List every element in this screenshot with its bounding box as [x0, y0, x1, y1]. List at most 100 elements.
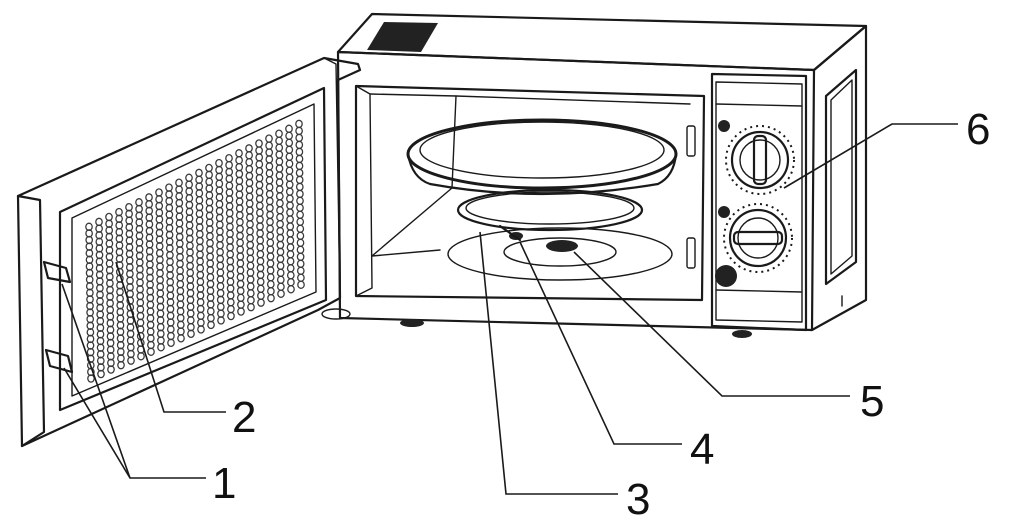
mesh-hole	[245, 178, 254, 188]
mesh-hole	[155, 188, 163, 197]
leader-lines	[61, 123, 958, 495]
mesh-hole	[216, 275, 225, 284]
mesh-hole	[266, 210, 274, 220]
mesh-hole	[295, 133, 304, 143]
mesh-hole	[195, 223, 204, 232]
mesh-hole	[266, 280, 275, 289]
mesh-hole	[176, 313, 185, 323]
mesh-hole	[265, 134, 273, 143]
mesh-hole	[275, 185, 284, 194]
control-panel	[710, 72, 808, 332]
mesh-hole	[275, 136, 283, 145]
mesh-hole	[265, 141, 273, 150]
door-release-button	[715, 265, 737, 287]
mesh-hole	[236, 266, 245, 275]
mesh-hole	[255, 187, 264, 197]
mesh-hole	[245, 206, 254, 215]
mesh-hole	[147, 347, 155, 356]
mesh-hole	[225, 181, 234, 190]
mesh-hole	[226, 229, 234, 238]
mesh-hole	[296, 252, 305, 262]
mesh-hole	[255, 146, 263, 155]
mesh-hole	[266, 217, 274, 227]
mesh-hole	[97, 369, 105, 379]
mesh-hole	[296, 210, 304, 220]
mesh-hole	[296, 217, 305, 227]
mesh-hole	[296, 238, 305, 248]
mesh-hole	[205, 211, 214, 221]
mesh-hole	[165, 183, 173, 192]
mesh-hole	[206, 266, 215, 275]
mesh-hole	[236, 279, 245, 289]
mesh-hole	[225, 208, 234, 218]
roller-ring	[456, 188, 644, 232]
mesh-hole	[175, 185, 183, 194]
mesh-hole	[137, 351, 145, 361]
mesh-hole	[206, 252, 214, 261]
mesh-hole	[205, 170, 213, 180]
mesh-hole	[186, 254, 194, 264]
mesh-hole	[276, 212, 284, 222]
mesh-hole	[295, 154, 304, 164]
mesh-hole	[235, 162, 244, 172]
mesh-hole	[216, 302, 225, 312]
mesh-hole	[196, 270, 205, 280]
mesh-hole	[176, 259, 184, 269]
mesh-hole	[195, 168, 203, 178]
mesh-hole	[206, 307, 215, 316]
mesh-hole	[247, 302, 255, 312]
mesh-hole	[256, 236, 265, 245]
callout-2: 2	[232, 393, 256, 442]
mesh-hole	[245, 199, 254, 208]
mesh-hole	[186, 309, 195, 318]
mesh-hole	[275, 178, 284, 187]
door-mesh-screen	[85, 119, 305, 383]
mesh-hole	[256, 277, 265, 287]
mesh-hole	[226, 291, 235, 300]
mesh-hole	[206, 279, 215, 289]
mesh-hole	[206, 286, 215, 296]
mesh-hole	[286, 208, 294, 217]
mesh-hole	[275, 143, 284, 152]
mesh-hole	[196, 257, 204, 266]
leader-line-5	[573, 251, 850, 397]
door	[16, 56, 362, 448]
mesh-hole	[295, 175, 304, 185]
mesh-hole	[187, 329, 195, 339]
mesh-hole	[245, 171, 254, 181]
callout-4: 4	[690, 425, 714, 474]
mesh-hole	[145, 193, 153, 202]
mesh-hole	[266, 266, 275, 275]
mesh-hole	[216, 268, 225, 277]
mesh-hole	[246, 254, 255, 264]
mesh-hole	[196, 311, 205, 321]
mesh-hole	[236, 293, 245, 303]
mesh-hole	[276, 240, 285, 250]
callout-5: 5	[860, 377, 884, 426]
cavity-floor	[447, 227, 673, 281]
mesh-hole	[256, 208, 264, 217]
mesh-hole	[225, 167, 234, 177]
mesh-hole	[285, 166, 294, 175]
mesh-hole	[266, 259, 275, 268]
mesh-hole	[205, 191, 214, 200]
mesh-hole	[246, 213, 254, 222]
mesh-hole	[195, 189, 204, 198]
mesh-hole	[286, 243, 295, 252]
mesh-hole	[255, 139, 263, 148]
mesh-hole	[256, 243, 265, 252]
mesh-hole	[255, 160, 264, 169]
mesh-hole	[215, 193, 224, 202]
mesh-hole	[226, 263, 235, 273]
mesh-hole	[255, 153, 264, 162]
mesh-hole	[276, 268, 285, 278]
mesh-hole	[206, 238, 214, 248]
mesh-hole	[246, 289, 255, 298]
mesh-hole	[246, 282, 255, 291]
mesh-hole	[197, 325, 205, 334]
mesh-hole	[256, 215, 264, 224]
mesh-hole	[246, 220, 254, 229]
mesh-hole	[295, 182, 304, 192]
mesh-hole	[296, 189, 304, 199]
